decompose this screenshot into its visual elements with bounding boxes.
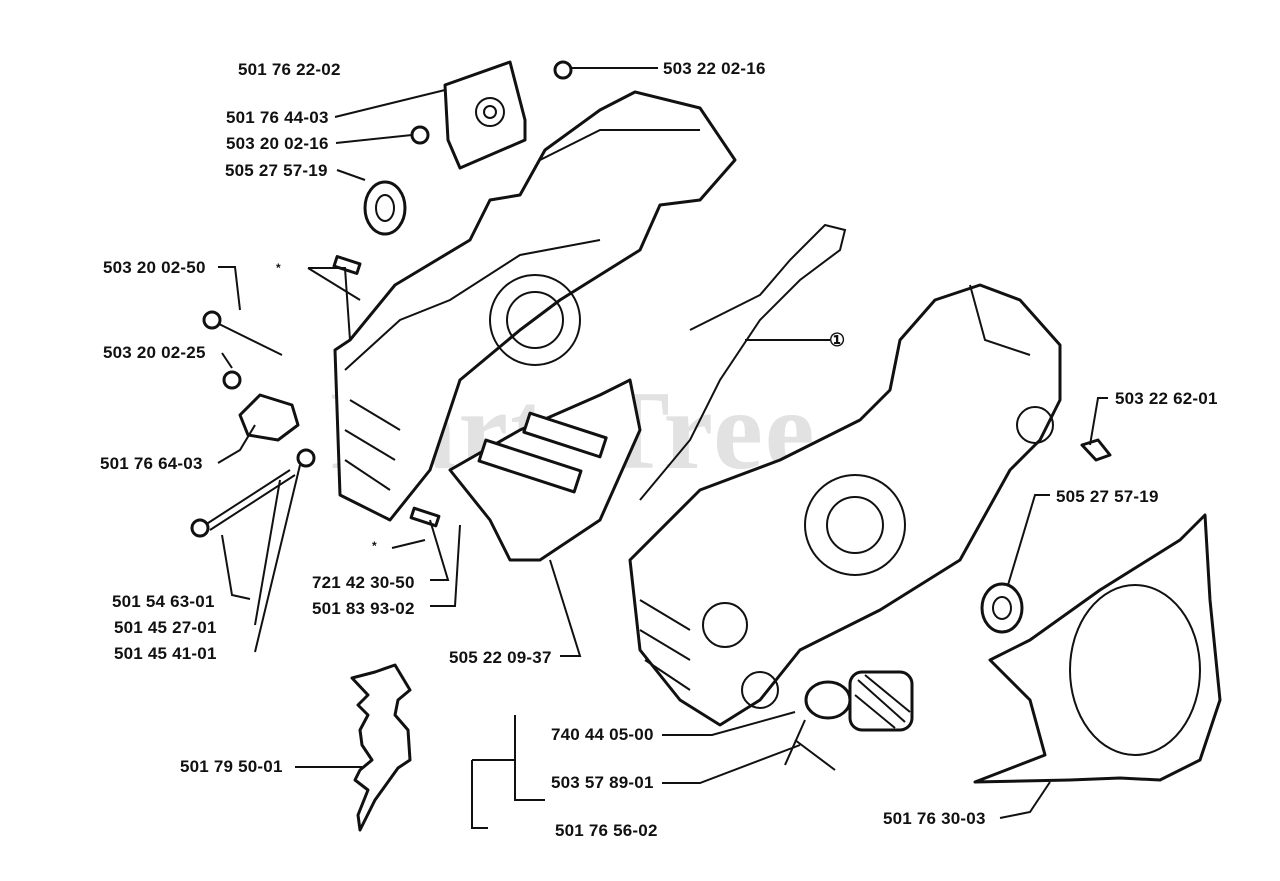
label-501-45-41-01: 501 45 41-01 (114, 644, 217, 663)
bolts-pair (477, 411, 608, 494)
label-505-27-57-19-right: 505 27 57-19 (1056, 487, 1159, 506)
label-740-44-05-00: 740 44 05-00 (551, 725, 654, 744)
label-501-45-27-01: 501 45 27-01 (114, 618, 217, 637)
right-crankcase-half (628, 283, 1062, 727)
label-503-20-02-25: 503 20 02-25 (103, 343, 206, 362)
screw-cover (410, 125, 430, 145)
label-503-57-89-01: 503 57 89-01 (551, 773, 654, 792)
label-501-76-56-02: 501 76 56-02 (555, 821, 658, 840)
label-503-20-02-16: 503 20 02-16 (226, 134, 329, 153)
washer (296, 448, 316, 468)
clutch-cover (973, 513, 1222, 784)
oil-seal-lower (980, 582, 1024, 634)
pin (409, 506, 441, 528)
pin-upper (332, 255, 362, 275)
clip (1080, 438, 1112, 462)
bolt-long (190, 469, 296, 538)
starter-pawl (784, 670, 914, 771)
label-501-79-50-01: 501 79 50-01 (180, 757, 283, 776)
screw-small (222, 370, 242, 390)
screw-top (553, 60, 573, 80)
adjuster-block (238, 393, 300, 442)
label-501-83-93-02: 501 83 93-02 (312, 599, 415, 618)
bumper-spike (350, 663, 412, 832)
label-503-22-02-16: 503 22 02-16 (663, 59, 766, 78)
label-503-20-02-50: 503 20 02-50 (103, 258, 206, 277)
label-721-42-30-50: 721 42 30-50 (312, 573, 415, 592)
cable (639, 223, 847, 501)
asterisk-marker-lower: * (372, 539, 377, 553)
asterisk-marker-upper: * (276, 261, 281, 275)
bolt-medium (202, 310, 283, 356)
label-501-76-22-02: 501 76 22-02 (238, 60, 341, 79)
left-crankcase-half (333, 90, 737, 522)
cover-plate (443, 60, 527, 170)
label-501-76-30-03: 501 76 30-03 (883, 809, 986, 828)
label-505-22-09-37: 505 22 09-37 (449, 648, 552, 667)
label-505-27-57-19-top: 505 27 57-19 (225, 161, 328, 180)
label-501-76-64-03: 501 76 64-03 (100, 454, 203, 473)
label-501-76-44-03: 501 76 44-03 (226, 108, 329, 127)
oil-seal-upper (363, 180, 407, 236)
reference-marker-1: ① (829, 330, 846, 350)
label-503-22-62-01: 503 22 62-01 (1115, 389, 1218, 408)
label-501-54-63-01: 501 54 63-01 (112, 592, 215, 611)
leader-lines (217, 67, 1108, 829)
